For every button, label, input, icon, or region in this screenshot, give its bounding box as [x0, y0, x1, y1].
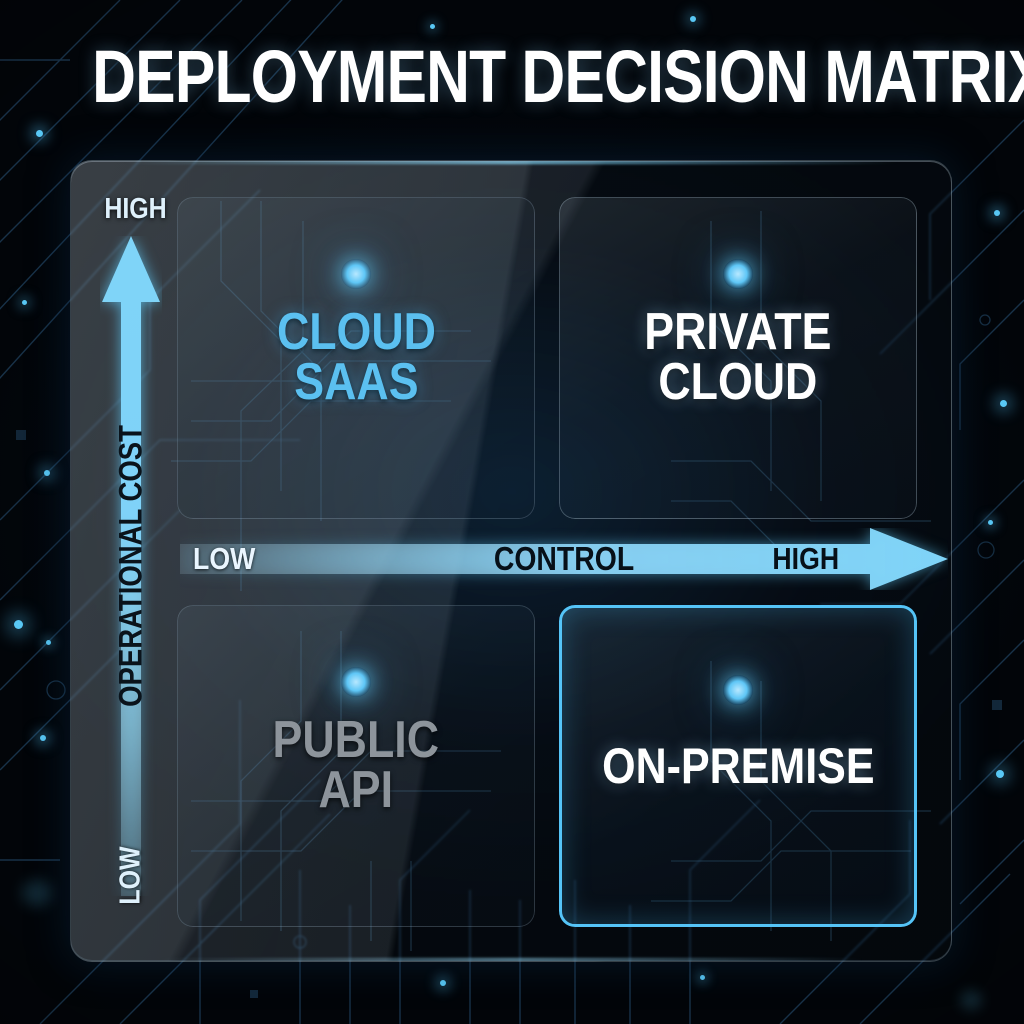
quadrant-glow-dot — [341, 667, 371, 697]
quadrant-private-cloud[interactable]: PRIVATE CLOUD — [559, 197, 917, 519]
y-axis-high-label: HIGH — [104, 193, 167, 225]
bg-glow-dot — [430, 24, 435, 29]
quadrant-glow-dot — [723, 259, 753, 289]
bg-glow-dot — [22, 880, 52, 906]
quadrant-face — [177, 605, 535, 927]
quadrant-cloud-saas[interactable]: CLOUD SAAS — [177, 197, 535, 519]
bg-glow-dot — [14, 620, 23, 629]
panel-bottom-glow — [159, 958, 863, 961]
y-axis-arrow-shape — [102, 236, 160, 896]
bg-glow-dot — [960, 990, 982, 1010]
x-axis-arrow-shape — [180, 528, 948, 590]
quadrant-glow-dot — [341, 259, 371, 289]
bg-glow-dot — [996, 770, 1004, 778]
panel-top-glow — [123, 161, 899, 164]
y-axis-label: OPERATIONAL COST — [112, 425, 149, 707]
bg-glow-dot — [40, 735, 46, 741]
bg-glow-dot — [36, 130, 43, 137]
quadrant-face — [559, 605, 917, 927]
y-axis-arrow: OPERATIONAL COST LOW — [100, 236, 162, 905]
bg-glow-dot — [994, 210, 1000, 216]
x-axis-high-label: HIGH — [771, 541, 839, 576]
quadrant-label: PUBLIC API — [272, 711, 440, 819]
quadrant-face — [559, 197, 917, 519]
quadrant-label: CLOUD SAAS — [276, 303, 436, 411]
quadrant-glow-dot — [723, 675, 753, 705]
page-title: DEPLOYMENT DECISION MATRIX — [92, 35, 1024, 118]
bg-glow-dot — [700, 975, 705, 980]
x-axis-arrow: LOW CONTROL HIGH — [180, 528, 948, 590]
x-axis-label: CONTROL — [493, 540, 635, 577]
quadrant-face — [177, 197, 535, 519]
bg-glow-dot — [1000, 400, 1007, 407]
x-axis-low-label: LOW — [193, 541, 256, 576]
bg-glow-dot — [690, 16, 696, 22]
bg-glow-dot — [22, 300, 27, 305]
bg-glow-dot — [44, 470, 50, 476]
bg-glow-dot — [440, 980, 446, 986]
quadrant-public-api[interactable]: PUBLIC API — [177, 605, 535, 927]
quadrant-label: ON-PREMISE — [601, 738, 875, 794]
bg-glow-dot — [988, 520, 993, 525]
bg-glow-dot — [46, 640, 51, 645]
quadrant-label: PRIVATE CLOUD — [644, 303, 832, 411]
panel-circuit-pattern — [171, 201, 931, 951]
quadrant-on-premise[interactable]: ON-PREMISE — [559, 605, 917, 927]
y-axis-low-label: LOW — [114, 846, 147, 905]
